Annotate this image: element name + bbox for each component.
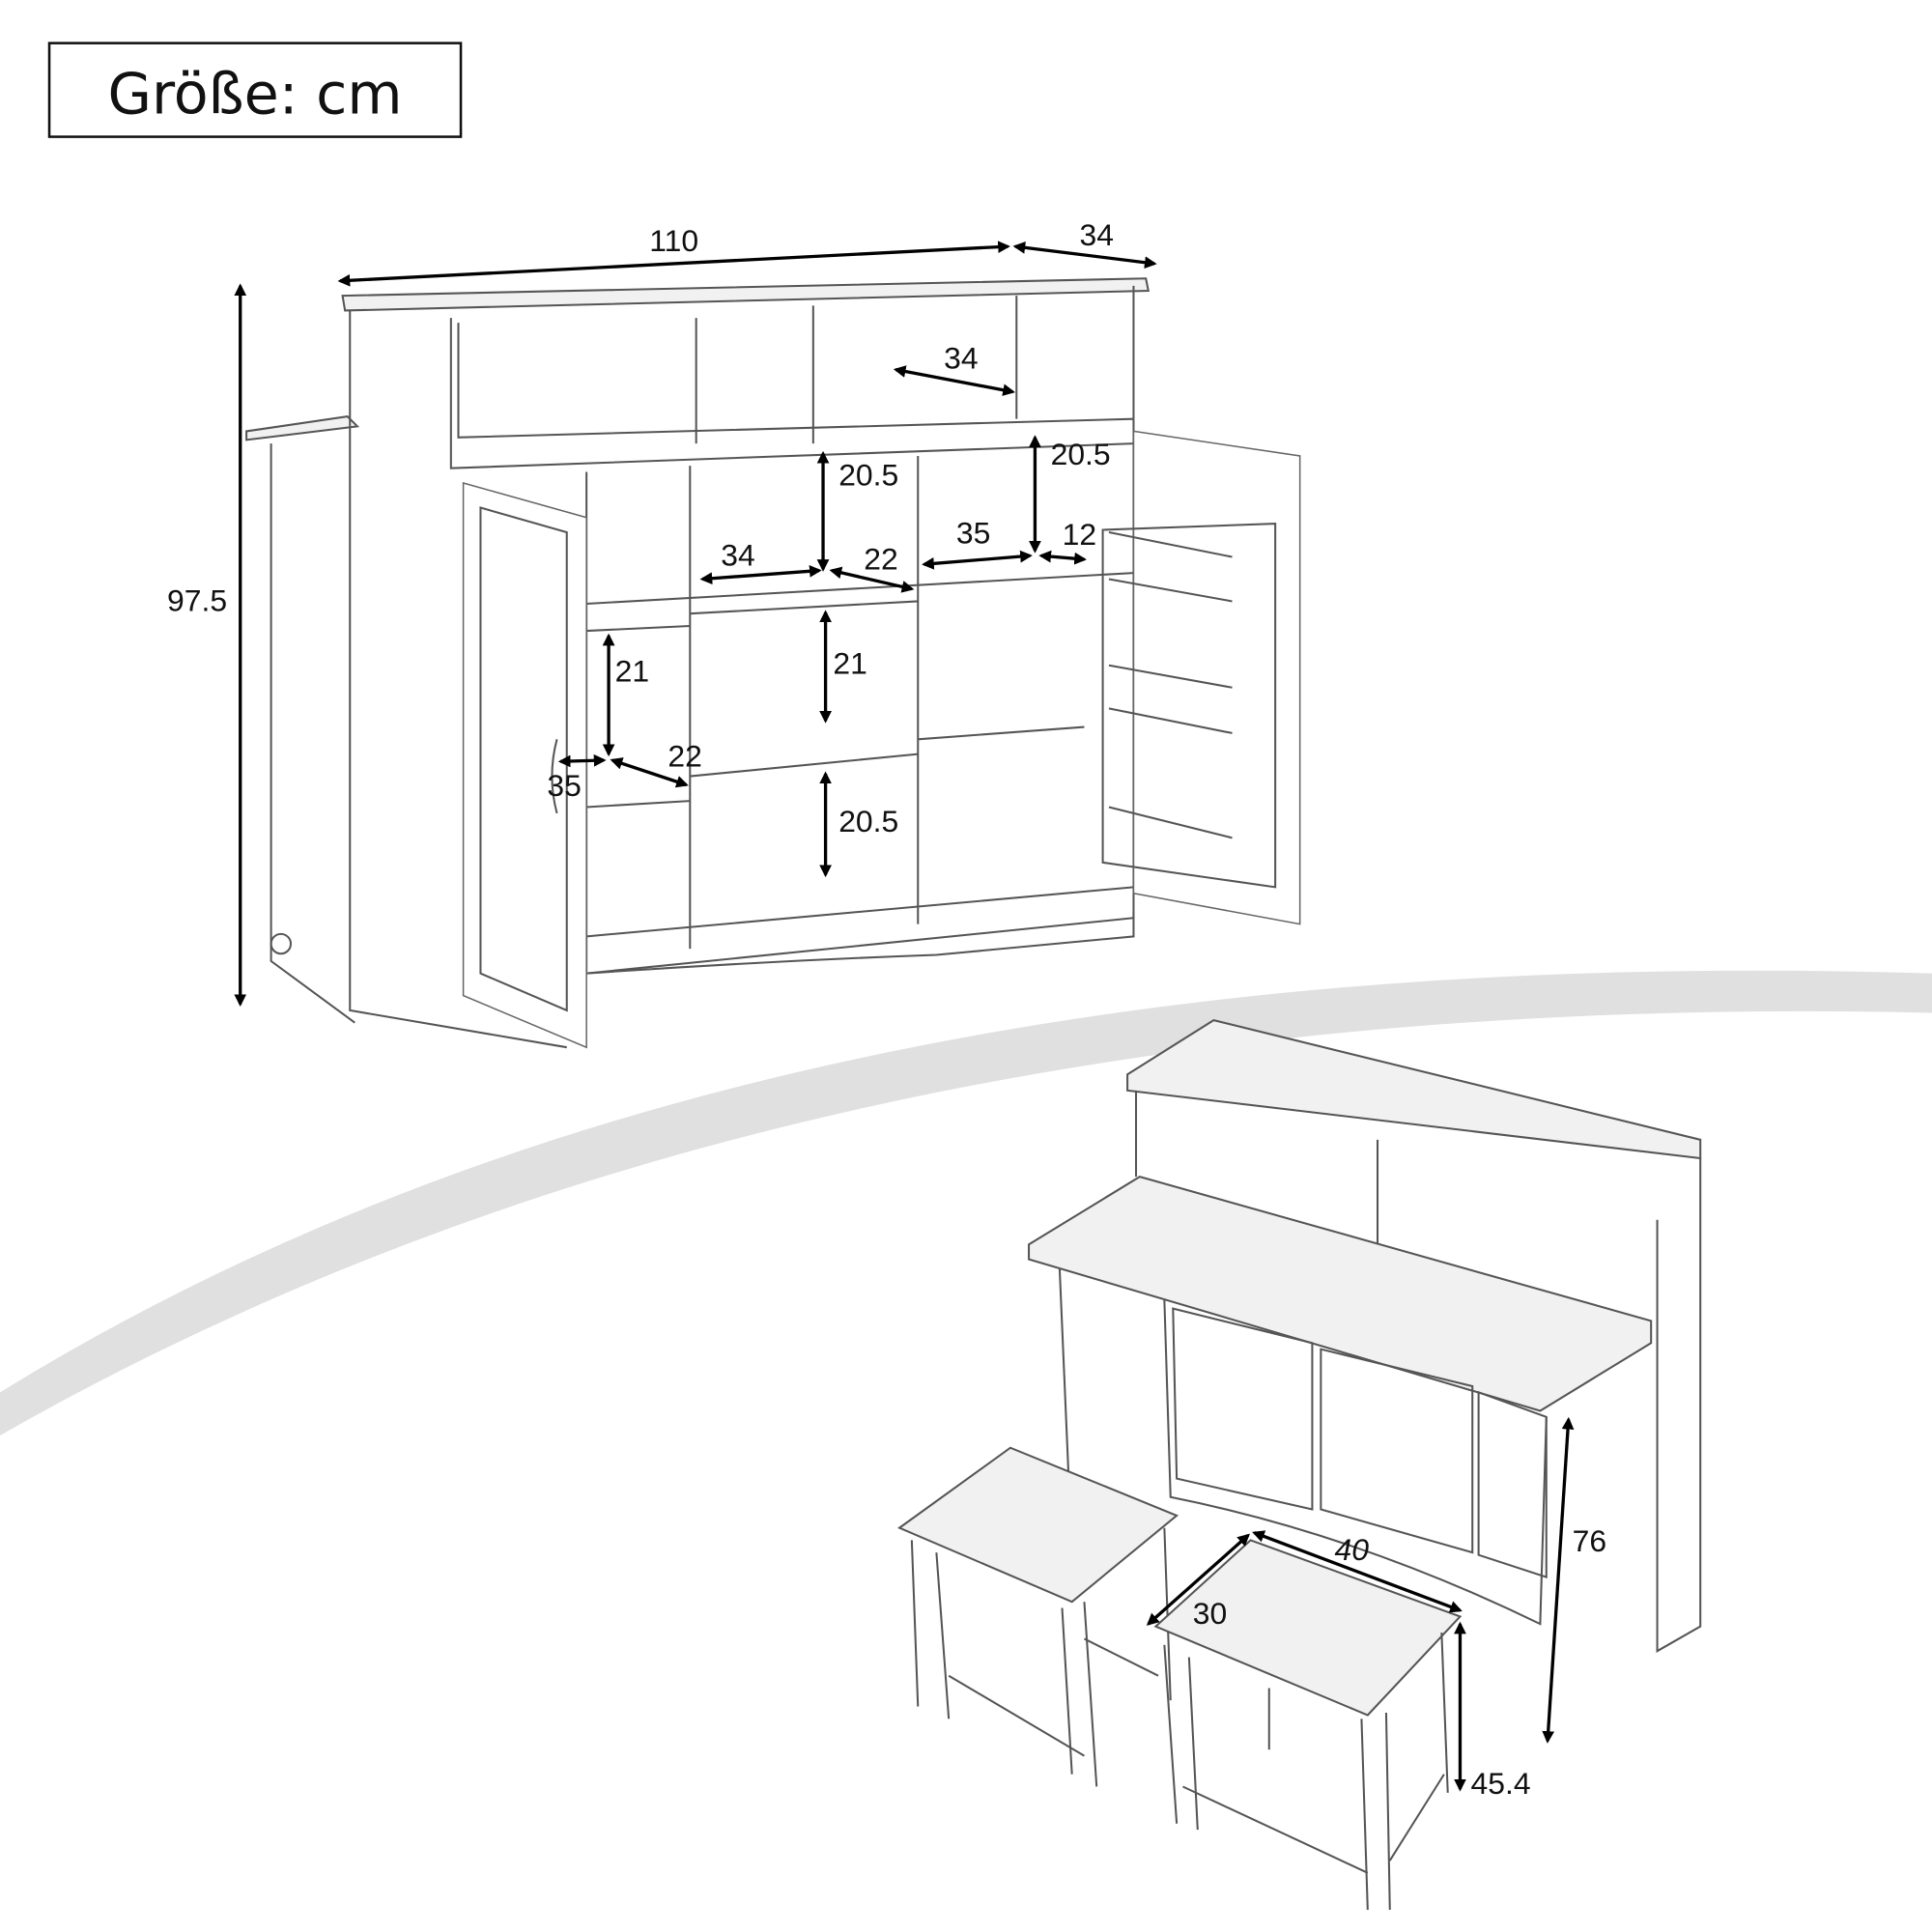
label-stool-height: 45.4 <box>1471 1766 1531 1801</box>
label-stool-depth: 30 <box>1193 1596 1227 1631</box>
stool-back <box>897 1446 1179 1787</box>
label-depth: 34 <box>1079 217 1113 252</box>
label-right-compartment-height: 20.5 <box>1051 437 1111 471</box>
label-center-bottom-height: 20.5 <box>838 804 898 838</box>
label-stool-width: 40 <box>1335 1532 1370 1567</box>
label-width: 110 <box>649 223 698 258</box>
label-left-compartment-height: 21 <box>615 653 649 688</box>
decorative-arc <box>0 970 1932 1435</box>
label-door-rack-depth: 12 <box>1063 517 1096 552</box>
label-center-compartment-depth: 22 <box>864 541 897 576</box>
label-left-compartment-depth: 22 <box>668 738 701 773</box>
size-title-box: Größe: cm <box>47 42 463 138</box>
set-dimension-lines <box>1146 1416 1575 1792</box>
size-title: Größe: cm <box>108 61 403 127</box>
label-center-middle-height: 21 <box>833 646 867 681</box>
label-height: 97.5 <box>167 583 227 618</box>
label-center-compartment-height: 20.5 <box>838 458 898 493</box>
label-bar-table-height: 76 <box>1573 1523 1606 1558</box>
set-dimension-labels: 76 40 30 45.4 <box>1193 1523 1606 1801</box>
cabinet-dimension-labels: 110 34 34 97.5 20.5 20.5 34 22 35 12 21 … <box>167 217 1114 838</box>
cabinet-drawing <box>245 277 1301 1049</box>
label-top-shelf-depth: 34 <box>944 340 978 375</box>
label-right-compartment-width: 35 <box>956 516 990 551</box>
label-left-compartment-width: 35 <box>547 768 581 803</box>
label-center-compartment-width: 34 <box>721 537 754 572</box>
cabinet-dimension-lines <box>234 241 1157 1008</box>
